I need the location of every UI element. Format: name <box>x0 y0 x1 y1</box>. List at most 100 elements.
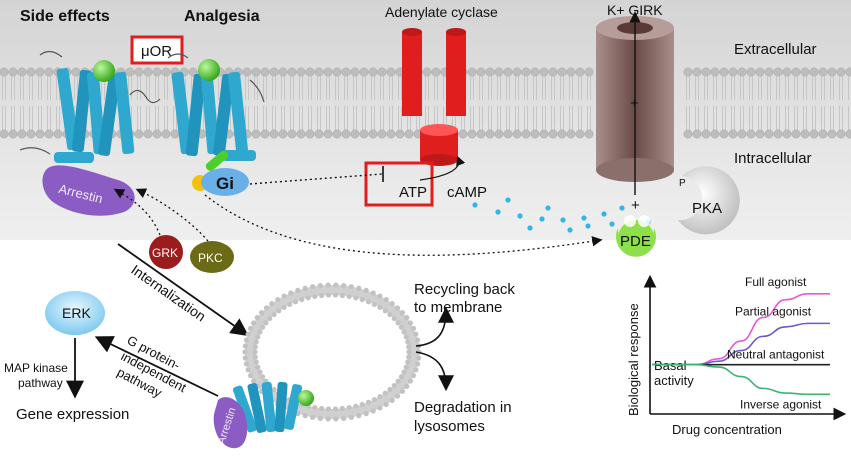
lipid-head <box>296 67 306 77</box>
lipid-head <box>44 129 54 139</box>
basal-label-line2: activity <box>654 373 694 388</box>
vesicle-lipid-head <box>404 383 410 389</box>
lipid-head <box>566 67 576 77</box>
lipid-head <box>35 129 45 139</box>
vesicle-lipid-head <box>407 320 413 326</box>
lipid-head <box>512 67 522 77</box>
lipid-head <box>701 129 711 139</box>
vesicle-lipid-head <box>413 367 419 373</box>
lipid-head <box>143 67 153 77</box>
vesicle-lipid-head <box>339 405 345 412</box>
lipid-head <box>575 67 585 77</box>
vesicle-lipid-head <box>391 382 397 389</box>
vesicle-lipid-head <box>398 324 404 330</box>
lipid-head <box>287 129 297 139</box>
camp-dot <box>539 216 545 222</box>
vesicle-lipid-head <box>415 361 421 367</box>
lipid-head <box>8 129 18 139</box>
vesicle-lipid-head <box>255 364 261 370</box>
erk-label: ERK <box>62 305 91 321</box>
vesicle-lipid-head <box>281 293 287 299</box>
adenylate-cyclase <box>402 28 466 166</box>
mu-opioid-receptor-right <box>167 53 265 161</box>
mor-label: μOR <box>141 43 172 60</box>
lipid-head <box>386 129 396 139</box>
atp-label: ATP <box>399 184 427 201</box>
vesicle-lipid-head <box>257 329 263 335</box>
lipid-head <box>782 67 792 77</box>
camp-dot <box>517 213 523 219</box>
vesicle-lipid-head <box>382 308 388 314</box>
vesicle-lipid-head <box>416 355 422 361</box>
lipid-head <box>143 129 153 139</box>
vesicle-lipid-head <box>286 301 293 308</box>
opioid-ligand-left <box>93 60 115 82</box>
lipid-head <box>530 129 540 139</box>
vesicle-lipid-head <box>371 301 378 308</box>
lipid-head <box>314 129 324 139</box>
vesicle-lipid-head <box>325 282 331 288</box>
degradation-line2: lysosomes <box>414 418 485 435</box>
vesicle-lipid-head <box>382 390 388 396</box>
lipid-head <box>548 67 558 77</box>
series-line-inverse-agonist <box>652 363 830 396</box>
lipid-head <box>476 129 486 139</box>
lipid-head <box>764 129 774 139</box>
vesicle-lipid-head <box>406 349 412 355</box>
vesicle-lipid-head <box>348 284 354 290</box>
vesicle-lipid-head <box>251 320 257 326</box>
vesicle-lipid-head <box>242 349 248 355</box>
lipid-head <box>800 67 810 77</box>
vesicle-lipid-head <box>253 339 259 345</box>
lipid-head <box>566 129 576 139</box>
lipid-head <box>719 129 729 139</box>
vesicle-lipid-head <box>399 310 405 316</box>
lipid-head <box>728 129 738 139</box>
lower-background <box>0 240 851 452</box>
pde-label: PDE <box>620 233 651 250</box>
lipid-head <box>746 129 756 139</box>
internalized-ligand <box>298 390 314 406</box>
girk-channel: + <box>596 11 674 195</box>
lipid-head <box>512 129 522 139</box>
vesicle-lipid-head <box>333 282 339 288</box>
recycling-line2: to membrane <box>414 299 502 316</box>
vesicle-lipid-head <box>302 285 308 291</box>
vesicle-lipid-head <box>365 399 372 405</box>
camp-dot <box>495 209 501 215</box>
vesicle-lipid-head <box>406 344 412 350</box>
lipid-head <box>800 129 810 139</box>
vesicle-lipid-head <box>365 299 372 305</box>
vesicle-membrane <box>245 285 419 419</box>
lipid-head <box>305 129 315 139</box>
vesicle-lipid-head <box>356 413 362 419</box>
vesicle-lipid-head <box>377 405 383 411</box>
vesicle-lipid-head <box>370 290 376 296</box>
series-label-inverse-agonist: Inverse agonist <box>740 397 822 411</box>
response-chart: Biological response Drug concentration B… <box>626 274 847 437</box>
lipid-head <box>251 129 261 139</box>
lipid-head <box>836 129 846 139</box>
vesicle-lipid-head <box>395 378 401 384</box>
lipid-head <box>287 67 297 77</box>
analgesia-label: Analgesia <box>184 8 260 25</box>
lipid-head <box>53 129 63 139</box>
lipid-head <box>161 67 171 77</box>
vesicle-lipid-head <box>310 414 316 420</box>
erk-kinase <box>45 291 105 335</box>
lipid-head <box>485 129 495 139</box>
vesicle-lipid-head <box>398 374 404 380</box>
vesicle-lipid-head <box>281 304 287 311</box>
vesicle-lipid-head <box>255 334 261 340</box>
vesicle-lipid-head <box>252 349 258 355</box>
lipid-head <box>251 67 261 77</box>
lipid-head <box>359 67 369 77</box>
vesicle-lipid-head <box>271 311 277 318</box>
vesicle-lipid-head <box>404 315 410 321</box>
vesicle-lipid-head <box>260 374 266 380</box>
atp-highlight-box <box>364 161 434 207</box>
lipid-head <box>458 129 468 139</box>
vesicle-lipid-head <box>295 287 301 293</box>
side-effects-label: Side effects <box>20 8 110 25</box>
lipid-head <box>503 129 513 139</box>
